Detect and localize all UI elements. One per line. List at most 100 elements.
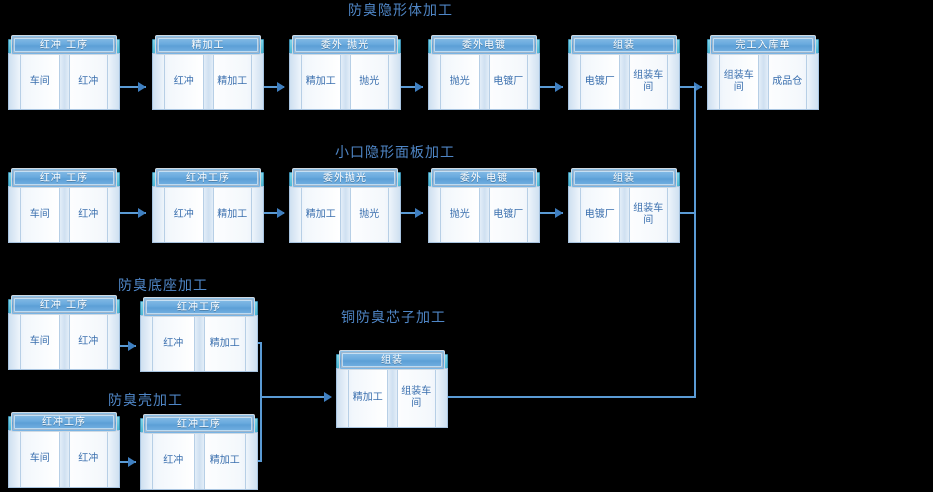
rail-left bbox=[290, 54, 302, 109]
arrow-r1-1 bbox=[138, 82, 146, 92]
arrow-r3-1 bbox=[128, 341, 136, 351]
rail-middle bbox=[339, 54, 351, 109]
rail-right bbox=[107, 314, 119, 369]
connector-merge-bottom bbox=[258, 460, 262, 462]
process-box-r3b2[interactable]: 红冲工序 红冲 精加工 bbox=[140, 297, 258, 372]
cell-right: 组装车间 bbox=[401, 386, 432, 409]
arrow-r2-4 bbox=[555, 208, 563, 218]
process-box-r4b1[interactable]: 红冲工序 车间 红冲 bbox=[8, 412, 120, 488]
arrow-r1-4 bbox=[555, 82, 563, 92]
rail-left bbox=[429, 187, 441, 242]
cell-left: 车间 bbox=[29, 208, 50, 220]
rail-middle bbox=[618, 54, 630, 109]
process-box-header: 完工入库单 bbox=[710, 35, 816, 55]
process-box-r4b2[interactable]: 红冲工序 红冲 精加工 bbox=[140, 414, 258, 490]
rail-middle bbox=[757, 54, 769, 109]
connector-center-out bbox=[448, 396, 696, 398]
process-box-body: 车间 红冲 bbox=[8, 313, 120, 370]
process-box-body: 红冲 精加工 bbox=[152, 186, 264, 243]
process-box-r1b4[interactable]: 委外电镀 抛光 电镀厂 bbox=[428, 35, 540, 110]
process-box-r1b1[interactable]: 红冲 工序 车间 红冲 bbox=[8, 35, 120, 110]
cell-left: 精加工 bbox=[305, 75, 336, 87]
rail-right bbox=[388, 54, 400, 109]
process-box-header: 委外电镀 bbox=[431, 35, 537, 55]
cell-right: 组装车间 bbox=[633, 69, 664, 93]
rail-left bbox=[9, 431, 21, 487]
rail-left bbox=[153, 187, 165, 242]
rail-middle bbox=[618, 187, 630, 242]
connector-r1-3 bbox=[401, 86, 423, 88]
process-box-cb1[interactable]: 组装 精加工 组装车间 bbox=[336, 350, 448, 428]
arrow-r1-2 bbox=[277, 82, 285, 92]
rail-left bbox=[153, 54, 165, 109]
rail-left bbox=[9, 54, 21, 109]
connector-r1-4 bbox=[540, 86, 563, 88]
cell-left: 红冲 bbox=[163, 337, 184, 349]
process-box-r2b4[interactable]: 委外 电镀 抛光 电镀厂 bbox=[428, 168, 540, 243]
cell-right: 红冲 bbox=[78, 208, 99, 220]
cell-left: 车间 bbox=[29, 335, 50, 347]
rail-middle bbox=[202, 54, 214, 109]
rail-right bbox=[388, 187, 400, 242]
rail-right bbox=[667, 54, 679, 109]
cell-left: 红冲 bbox=[163, 455, 184, 466]
section-title-center: 铜防臭芯子加工 bbox=[341, 310, 446, 326]
process-box-header: 精加工 bbox=[155, 35, 261, 55]
rail-right bbox=[667, 187, 679, 242]
cell-right: 红冲 bbox=[78, 453, 99, 464]
process-box-body: 抛光 电镀厂 bbox=[428, 186, 540, 243]
cell-left: 组装车间 bbox=[723, 69, 754, 93]
rail-right bbox=[527, 187, 539, 242]
process-box-body: 组装车间 成品仓 bbox=[707, 53, 819, 110]
process-box-body: 车间 红冲 bbox=[8, 430, 120, 488]
rail-left bbox=[569, 54, 581, 109]
process-box-r1b5[interactable]: 组装 电镀厂 组装车间 bbox=[568, 35, 680, 110]
arrow-r2-3 bbox=[415, 208, 423, 218]
process-box-r3b1[interactable]: 红冲 工序 车间 红冲 bbox=[8, 295, 120, 370]
rail-left bbox=[429, 54, 441, 109]
process-box-r1b2[interactable]: 精加工 红冲 精加工 bbox=[152, 35, 264, 110]
rail-middle bbox=[58, 431, 70, 487]
connector-r2-1 bbox=[120, 212, 146, 214]
rail-middle bbox=[478, 54, 490, 109]
process-box-header: 组装 bbox=[339, 350, 445, 370]
arrow-merge-to-center bbox=[324, 392, 332, 402]
rail-left bbox=[569, 187, 581, 242]
process-box-body: 红冲 精加工 bbox=[140, 432, 258, 490]
rail-left bbox=[708, 54, 720, 109]
process-box-body: 车间 红冲 bbox=[8, 53, 120, 110]
rail-left bbox=[141, 316, 153, 371]
process-box-header: 委外 抛光 bbox=[292, 35, 398, 55]
rail-middle bbox=[58, 314, 70, 369]
rail-right bbox=[107, 431, 119, 487]
process-box-header: 委外抛光 bbox=[292, 168, 398, 188]
cell-right: 红冲 bbox=[78, 75, 99, 87]
section-title-row1: 防臭隐形体加工 bbox=[348, 3, 453, 19]
process-box-header: 组装 bbox=[571, 168, 677, 188]
rail-left bbox=[337, 369, 349, 427]
process-box-body: 红冲 精加工 bbox=[152, 53, 264, 110]
cell-right: 精加工 bbox=[209, 455, 240, 466]
process-box-r1b6[interactable]: 完工入库单 组装车间 成品仓 bbox=[707, 35, 819, 110]
cell-left: 红冲 bbox=[173, 208, 194, 220]
process-box-r2b5[interactable]: 组装 电镀厂 组装车间 bbox=[568, 168, 680, 243]
connector-right-trunk bbox=[694, 86, 696, 398]
rail-middle bbox=[193, 433, 205, 489]
rail-middle bbox=[58, 187, 70, 242]
cell-right: 组装车间 bbox=[633, 202, 664, 226]
cell-left: 电镀厂 bbox=[584, 208, 615, 220]
cell-left: 抛光 bbox=[449, 75, 470, 87]
process-box-header: 红冲工序 bbox=[11, 412, 117, 432]
process-box-r2b3[interactable]: 委外抛光 精加工 抛光 bbox=[289, 168, 401, 243]
process-box-r2b1[interactable]: 红冲 工序 车间 红冲 bbox=[8, 168, 120, 243]
connector-r2-4 bbox=[540, 212, 563, 214]
connector-r2-2 bbox=[264, 212, 284, 214]
process-box-r1b3[interactable]: 委外 抛光 精加工 抛光 bbox=[289, 35, 401, 110]
process-box-body: 车间 红冲 bbox=[8, 186, 120, 243]
connector-r1-5 bbox=[680, 86, 702, 88]
arrow-r1-5 bbox=[694, 82, 702, 92]
process-box-r2b2[interactable]: 红冲工序 红冲 精加工 bbox=[152, 168, 264, 243]
process-box-body: 精加工 抛光 bbox=[289, 186, 401, 243]
process-box-header: 红冲 工序 bbox=[11, 295, 117, 315]
